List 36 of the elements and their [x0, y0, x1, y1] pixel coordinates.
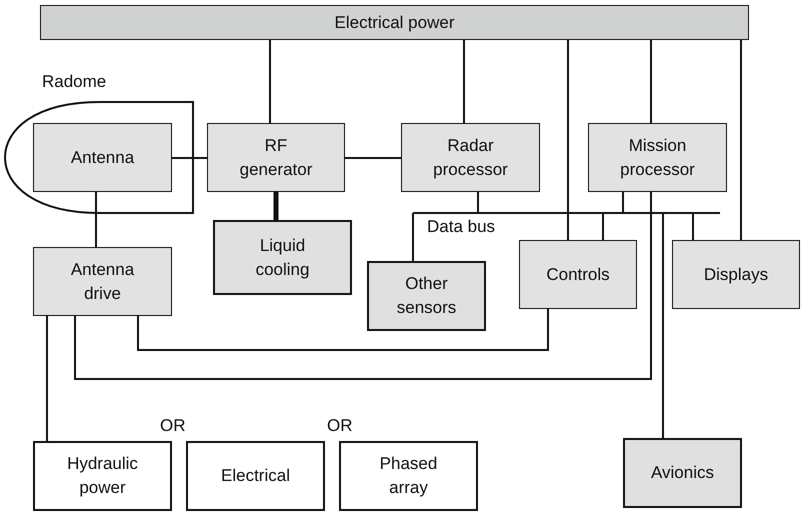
note-label: OR: [327, 416, 352, 436]
block-box: Electrical power: [40, 5, 749, 40]
connector-line: [740, 40, 742, 240]
connector-line: [137, 309, 549, 351]
block-box: Hydraulic power: [33, 441, 172, 511]
block-box: Radar processor: [401, 123, 540, 192]
block-box: Liquid cooling: [213, 220, 352, 295]
connector-line: [622, 192, 624, 213]
region-label: Radome: [42, 72, 106, 92]
connector-line: [650, 40, 652, 123]
connector-line: [662, 213, 664, 438]
connector-line: [602, 213, 604, 240]
connector-line: [477, 192, 479, 213]
block-box: Electrical: [186, 441, 325, 511]
block-box: Antenna: [33, 123, 172, 192]
note-label: OR: [160, 416, 186, 436]
connector-line: [172, 157, 207, 159]
connector-line: [74, 192, 652, 380]
connector-line: [692, 213, 694, 240]
connector-line: [463, 40, 465, 123]
connector-line: [567, 40, 569, 240]
block-box: RF generator: [207, 123, 345, 192]
connector-line: [274, 192, 278, 220]
block-box: Displays: [672, 240, 800, 309]
bus-label: Data bus: [427, 217, 496, 237]
connector-line: [95, 192, 97, 247]
block-box: Mission processor: [588, 123, 727, 192]
connector-line: [46, 316, 48, 441]
block-box: Avionics: [623, 438, 742, 508]
block-box: Other sensors: [367, 261, 486, 331]
block-box: Controls: [519, 240, 637, 309]
block-box: Antenna drive: [33, 247, 172, 316]
connector-line: [345, 157, 401, 159]
block-box: Phased array: [339, 441, 478, 511]
connector-line: [412, 213, 414, 261]
connector-line: [269, 40, 271, 123]
